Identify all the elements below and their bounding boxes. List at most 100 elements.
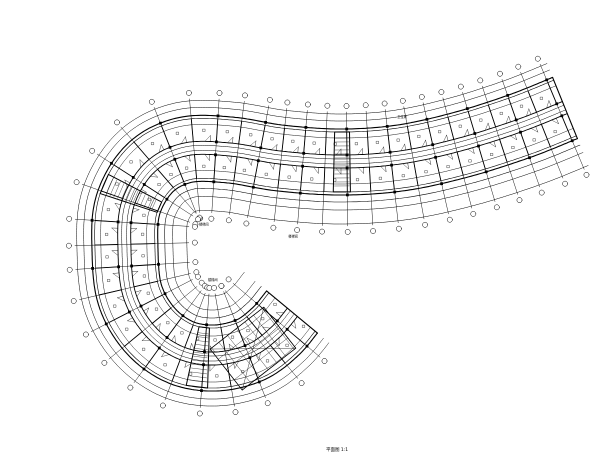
partition-wall [323,167,326,193]
stair-tread [144,196,149,208]
fixture [125,327,129,331]
fixture [243,168,246,172]
partition-wall [487,104,497,128]
partition-wall [527,90,537,113]
axis-bubble [343,103,350,109]
partition-wall [226,363,232,387]
door-leaf [255,354,259,361]
partition-wall [447,116,455,140]
stair-tread [195,348,209,351]
axis-bubble [206,285,213,291]
stair-tread [132,190,139,204]
axis-bubble [225,217,232,224]
fixture [532,138,536,142]
partition-wall [427,121,434,146]
axis-bubble [534,55,541,62]
outer-dimension-line [172,152,584,311]
structural-column [128,310,131,314]
partition-wall [194,154,198,179]
partition-wall [131,264,156,267]
door-leaf [407,162,409,170]
structural-column [139,304,143,308]
axis-bubble [344,229,351,235]
door-leaf [160,144,165,151]
drawing-caption: 平面图 1:1 [326,447,348,453]
fixture [312,141,316,145]
structural-column [484,170,488,174]
service-grid-line [218,317,272,360]
door-leaf [493,140,496,148]
corridor-line [121,104,565,362]
partition-wall [161,125,171,148]
fixture [213,338,217,342]
fixture [105,233,109,236]
door-leaf [139,159,145,165]
axis-bubble [516,197,523,203]
partition-wall [133,280,158,288]
fixture [151,142,154,145]
stair-core [99,173,163,213]
door-leaf [114,202,122,206]
fixture [520,104,523,108]
fixture [302,324,305,328]
structural-column [202,363,205,367]
partition-wall [269,344,286,364]
axis-bubble [446,216,453,223]
stair-tread [117,183,125,199]
end-wall [266,290,318,334]
door-swing [335,167,342,175]
structural-column [519,130,522,134]
door-leaf [127,317,133,321]
axis-bubble [73,179,80,186]
fixture [490,153,494,156]
service-grid-line [210,307,264,350]
structural-column [248,356,252,360]
curved-building-plan [66,55,590,417]
axis-bubble [192,259,199,265]
structural-column [514,118,518,122]
axis-bubble [270,224,277,231]
door-swing [227,137,234,143]
fixture [202,128,206,132]
partition-wall [145,347,160,368]
stair-tread [195,344,209,347]
axis-bubble [225,276,232,283]
fixture [417,135,421,138]
door-leaf [297,146,299,154]
door-swing [150,176,158,178]
door-leaf [251,159,253,166]
structural-column [560,114,564,118]
fixture [141,254,145,258]
axis-bubble [83,331,89,338]
partition-wall [100,190,124,199]
service-diagonal [242,307,264,391]
stair-tread [113,181,121,198]
structural-column [205,323,208,327]
stair-tread [193,356,208,359]
door-swing [313,166,319,174]
axis-bubble [294,227,300,233]
structural-column [214,153,217,157]
door-leaf [487,122,491,130]
door-leaf [169,161,173,168]
structural-column [275,319,279,323]
stair-tread [140,194,146,206]
corridor-line [126,109,566,357]
partition-wall [391,164,395,190]
structural-column [434,155,437,159]
structural-column [251,185,255,189]
structural-column [256,159,260,163]
axis-bubble [418,94,425,100]
door-leaf [254,140,257,148]
structural-column [203,350,206,354]
stair-core [185,326,210,389]
door-swing [111,227,118,234]
outer-wall-inner-face [154,135,577,329]
structural-column [156,223,160,226]
structural-column [90,218,94,222]
axis-bubble [191,239,198,246]
door-leaf [131,271,139,272]
partition-wall [184,324,194,348]
fixture [169,173,173,176]
